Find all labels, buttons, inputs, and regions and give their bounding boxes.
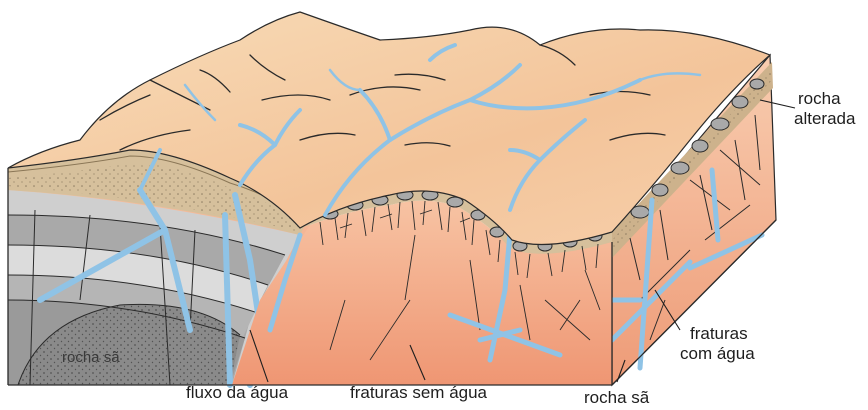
label-fraturas-com-agua-2: com água [680, 344, 755, 363]
label-rocha-sa-bottom: rocha sã [584, 388, 650, 407]
label-rocha-alterada-2: alterada [794, 109, 856, 128]
label-fraturas-com-agua-1: fraturas [690, 324, 748, 343]
label-rocha-sa-inner: rocha sã [62, 349, 120, 366]
label-fraturas-sem-agua: fraturas sem água [350, 383, 488, 402]
label-fluxo-da-agua: fluxo da água [186, 383, 289, 402]
label-rocha-alterada-1: rocha [798, 89, 841, 108]
